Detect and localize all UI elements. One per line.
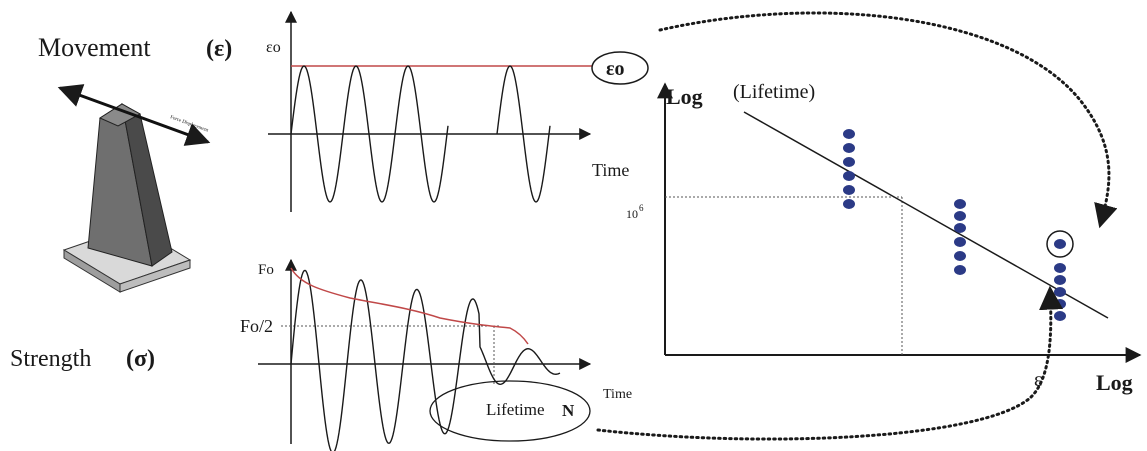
eps0-bubble xyxy=(591,51,649,85)
specimen-base-front xyxy=(119,259,191,293)
movement-waveform-plot: εo Time εo xyxy=(266,10,649,212)
data-point xyxy=(954,265,966,275)
data-point xyxy=(954,199,966,209)
top-y-axis-label: εo xyxy=(266,39,281,56)
data-points xyxy=(843,129,1066,321)
fo-half-label: Fo/2 xyxy=(240,316,273,336)
data-point xyxy=(843,199,855,209)
data-point xyxy=(843,143,855,153)
data-point xyxy=(1054,263,1066,273)
chart-ten-exp: 6 xyxy=(639,203,644,213)
chart-x-label: Log xyxy=(1096,370,1133,395)
data-point xyxy=(1054,299,1066,309)
strength-label: Strength xyxy=(10,346,91,372)
top-sine-wave xyxy=(290,65,551,203)
lifetime-label: Lifetime xyxy=(486,400,545,419)
connector-lifetime-to-point xyxy=(596,285,1064,441)
data-point xyxy=(843,185,855,195)
bottom-sine-wave xyxy=(290,269,561,451)
force-arrow xyxy=(57,84,211,146)
fo-label: Fo xyxy=(258,262,274,278)
movement-label: Movement xyxy=(38,33,151,62)
chart-ten-base: 10 xyxy=(626,207,638,221)
data-point xyxy=(954,211,966,221)
lifetime-ellipse xyxy=(429,380,591,442)
top-time-label: Time xyxy=(592,160,629,180)
log-log-chart: Log (Lifetime) 10 6 ε Log xyxy=(626,81,1142,395)
data-point xyxy=(1054,275,1066,285)
data-point xyxy=(954,237,966,247)
strength-symbol: (σ) xyxy=(126,346,155,372)
data-point xyxy=(843,157,855,167)
data-point xyxy=(954,251,966,261)
chart-lifetime-caption: (Lifetime) xyxy=(733,81,815,103)
movement-symbol: (ε) xyxy=(206,36,232,62)
strength-envelope xyxy=(290,267,529,345)
chart-y-label: Log xyxy=(666,84,703,109)
data-point xyxy=(1054,311,1066,321)
data-point xyxy=(843,171,855,181)
data-point xyxy=(1054,287,1066,297)
data-point xyxy=(843,129,855,139)
data-point xyxy=(954,223,966,233)
strength-waveform-plot: Fo Fo/2 Lifetime N Time xyxy=(240,258,632,451)
chart-eps-label: ε xyxy=(1034,369,1042,391)
highlighted-point-ring xyxy=(1046,230,1074,258)
data-point xyxy=(1054,239,1066,249)
specimen-illustration: Force Displacement xyxy=(57,84,211,293)
bottom-time-label: Time xyxy=(603,387,632,402)
connector-eps0-to-point xyxy=(658,11,1118,229)
n-label: N xyxy=(562,401,575,420)
eps0-bubble-label: εo xyxy=(606,58,625,80)
fit-line xyxy=(743,111,1109,319)
